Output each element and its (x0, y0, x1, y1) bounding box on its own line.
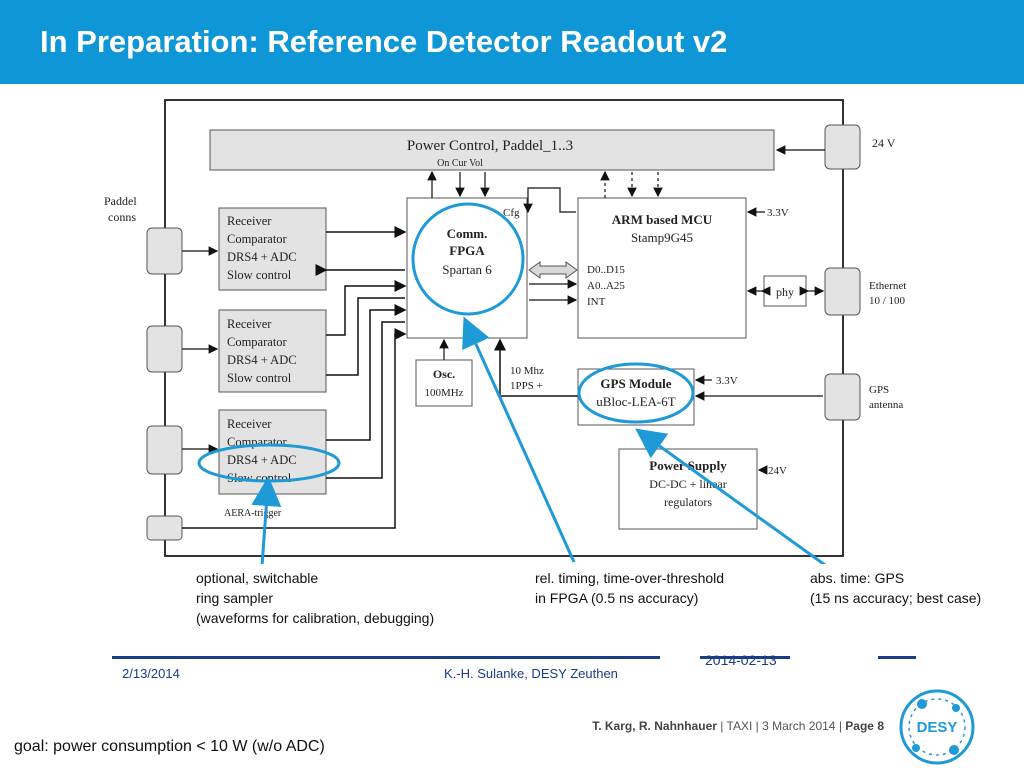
annotation-gps-l2: (15 ns accuracy; best case) (810, 590, 982, 606)
receiver-block-2: Receiver Comparator DRS4 + ADC Slow cont… (218, 309, 327, 393)
mcu-title: ARM based MCU (612, 212, 713, 227)
strip-line-mid (700, 656, 790, 659)
cfg-label: Cfg (503, 207, 520, 219)
connector-24v (824, 124, 861, 170)
logo-text: DESY (917, 719, 958, 736)
strip-line-left (112, 656, 660, 659)
footer-sep-3: | (838, 719, 842, 733)
slide-title: In Preparation: Reference Detector Reado… (40, 24, 728, 59)
cfg-line (523, 187, 576, 214)
svg-text:Receiver: Receiver (227, 317, 272, 331)
goal-text: goal: power consumption < 10 W (w/o ADC) (14, 738, 325, 755)
strip-date-left: 2/13/2014 (122, 666, 180, 681)
data-bus-arrow (528, 261, 578, 279)
svg-text:DRS4 + ADC: DRS4 + ADC (227, 250, 297, 264)
mcu-pin-1: D0..D15 (587, 264, 625, 276)
gps-antenna-l2: antenna (869, 399, 903, 411)
footer-date: 3 March 2014 (762, 719, 836, 733)
power-control-box (209, 129, 775, 171)
v33-mcu-label: 3.3V (767, 207, 789, 219)
mcu-pin-3: INT (587, 296, 606, 308)
annotation-arrow-ring (251, 476, 282, 564)
connector-gps (824, 373, 861, 421)
annotation-gps: abs. time: GPS (15 ns accuracy; best cas… (810, 568, 981, 608)
footer-sep-2: | (755, 719, 759, 733)
gps-antenna-l1: GPS (869, 384, 889, 396)
annotation-timing: rel. timing, time-over-threshold in FPGA… (535, 568, 724, 608)
footer-page: Page 8 (845, 719, 884, 733)
annotation-ring-l2: ring sampler (196, 590, 274, 606)
footer-event: TAXI (726, 719, 753, 733)
aera-label: AERA-trigger (224, 508, 282, 519)
footer-sep-1: | (720, 719, 724, 733)
annotation-arrow-gps (635, 428, 826, 564)
fpga-line-2: FPGA (449, 243, 485, 258)
highlight-fpga (411, 202, 525, 316)
mcu-pin-2: A0..A25 (587, 280, 625, 292)
v33-gps-label: 3.3V (716, 375, 738, 387)
annotation-ring: optional, switchable ring sampler (wavef… (196, 568, 434, 628)
annotation-timing-l1: rel. timing, time-over-threshold (535, 570, 725, 586)
annotation-ring-l1: optional, switchable (196, 570, 319, 586)
gps-title: GPS Module (600, 376, 671, 391)
svg-text:Receiver: Receiver (227, 417, 272, 431)
paddel-conn-2 (146, 325, 183, 373)
mcu-model: Stamp9G45 (631, 230, 693, 245)
aera-line (182, 328, 407, 529)
paddel-conns-l2: conns (108, 210, 136, 224)
power-control-label: Power Control, Paddel_1..3 (407, 138, 573, 154)
v24-ps-label: 24V (768, 465, 787, 477)
paddel-conns-l1: Paddel (104, 194, 137, 208)
svg-text:DRS4 + ADC: DRS4 + ADC (227, 353, 297, 367)
receiver-fpga-links (315, 226, 407, 479)
ethernet-l2: 10 / 100 (869, 295, 906, 307)
connector-ethernet (824, 267, 861, 316)
phy-label: phy (776, 285, 794, 299)
svg-text:Slow control: Slow control (227, 268, 292, 282)
footer-authors: T. Karg, R. Nahnhauer (592, 719, 717, 733)
svg-text:DRS4 + ADC: DRS4 + ADC (227, 453, 297, 467)
signal-1pps: 1PPS + (510, 380, 543, 392)
fpga-line-1: Comm. (447, 226, 488, 241)
annotation-arrow-timing (462, 316, 576, 563)
phy-box (763, 275, 807, 307)
mcu-box (577, 197, 747, 339)
svg-text:Comparator: Comparator (227, 335, 288, 349)
annotation-ring-l3: (waveforms for calibration, debugging) (196, 610, 435, 626)
aera-conn (146, 515, 183, 541)
osc-title: Osc. (433, 367, 455, 381)
annotation-gps-l1: abs. time: GPS (810, 570, 905, 586)
osc-freq: 100MHz (424, 387, 463, 399)
fpga-line-3: Spartan 6 (442, 262, 492, 277)
strip-author: K.-H. Sulanke, DESY Zeuthen (444, 666, 618, 681)
strip-date-right: 2014-02-13 (705, 652, 777, 668)
strip-line-right (878, 656, 916, 659)
title-bar: In Preparation: Reference Detector Reado… (0, 0, 1024, 84)
svg-text:Receiver: Receiver (227, 214, 272, 228)
gps-model: uBloc-LEA-6T (596, 394, 675, 409)
paddel-conn-3 (146, 425, 183, 475)
block-diagram: Power Control, Paddel_1..3 On Cur Vol 24… (104, 99, 906, 564)
desy-logo: DESY (899, 689, 975, 765)
power-supply-box (618, 448, 758, 530)
mcu-power-dotted-arrows (600, 170, 663, 198)
receiver-block-1: Receiver Comparator DRS4 + ADC Slow cont… (218, 207, 327, 291)
osc-box (415, 359, 473, 407)
svg-text:Slow control: Slow control (227, 371, 292, 385)
footer: T. Karg, R. Nahnhauer | TAXI | 3 March 2… (592, 719, 884, 733)
ps-line-2: regulators (664, 495, 712, 509)
ethernet-l1: Ethernet (869, 280, 906, 292)
svg-text:Comparator: Comparator (227, 232, 288, 246)
paddel-conn-1 (146, 227, 183, 275)
signal-10mhz: 10 Mhz (510, 365, 544, 377)
power-control-sub: On Cur Vol (437, 158, 483, 169)
highlight-gps (577, 362, 695, 424)
ps-line-1: DC-DC + linear (649, 477, 726, 491)
ext-24v-label: 24 V (872, 136, 896, 150)
annotation-timing-l2: in FPGA (0.5 ns accuracy) (535, 590, 699, 606)
